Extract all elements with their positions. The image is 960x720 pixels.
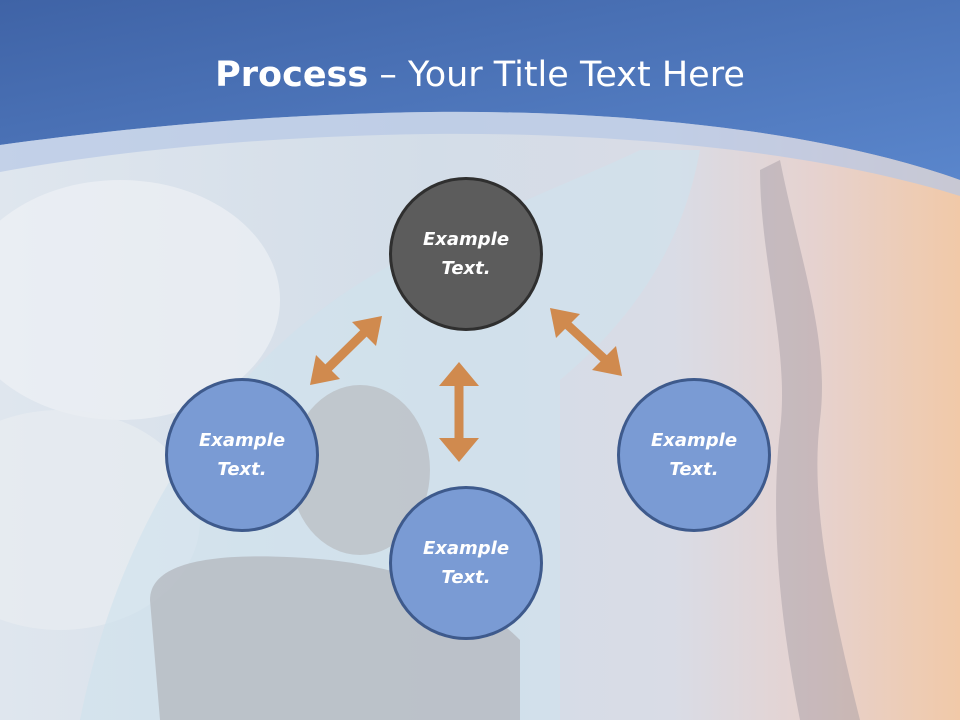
node-top-line2: Text. — [441, 258, 491, 279]
double-arrow-vertical — [439, 362, 479, 462]
double-arrow-top-right — [550, 308, 622, 376]
node-top: Example Text. — [389, 177, 543, 331]
node-right: Example Text. — [617, 378, 771, 532]
node-bottom: Example Text. — [389, 486, 543, 640]
title-bold: Process — [215, 55, 369, 95]
node-top-line1: Example — [422, 229, 510, 250]
node-left-line1: Example — [198, 430, 286, 451]
title-rest: – Your Title Text Here — [368, 55, 745, 95]
node-right-line1: Example — [650, 430, 738, 451]
node-left: Example Text. — [165, 378, 319, 532]
slide-title: Process – Your Title Text Here — [0, 52, 960, 98]
node-bottom-line2: Text. — [441, 567, 491, 588]
node-left-line2: Text. — [217, 459, 267, 480]
double-arrow-top-left — [310, 316, 382, 385]
node-right-line2: Text. — [669, 459, 719, 480]
node-bottom-line1: Example — [422, 538, 510, 559]
